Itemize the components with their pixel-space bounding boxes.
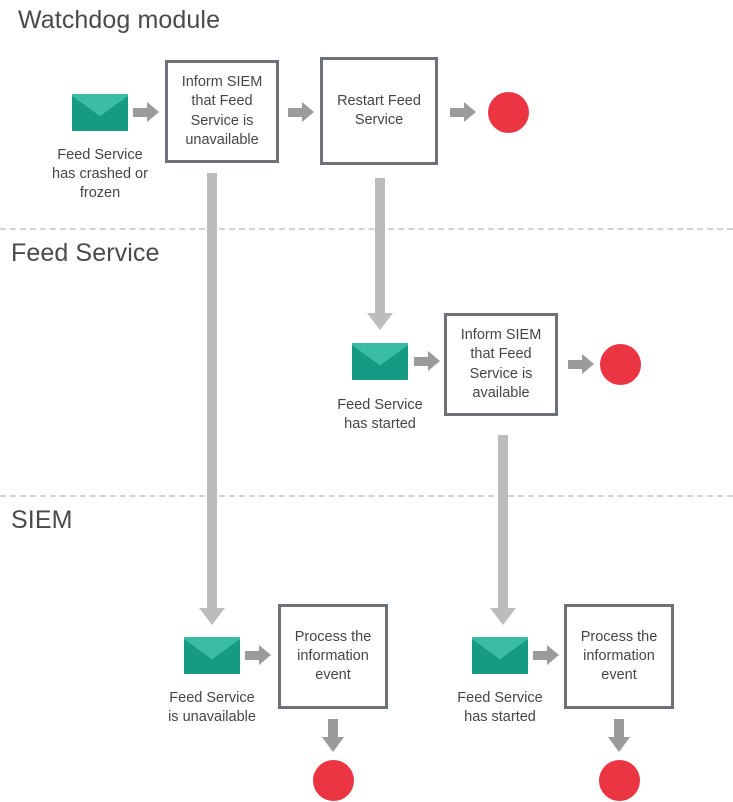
arrow-head [464, 102, 476, 122]
envelope-icon [352, 343, 408, 380]
arrow-head [302, 102, 314, 122]
envelope-icon [184, 637, 240, 674]
process-siem-left-process-event[interactable]: Process the information event [278, 604, 388, 709]
arrow-shaft [450, 108, 465, 117]
envelope-flap-triangle [72, 94, 128, 116]
arrow-head [428, 351, 440, 371]
arrow-head [322, 737, 344, 752]
envelope-icon [472, 637, 528, 674]
lane-title-feed-service: Feed Service [11, 239, 160, 267]
envelope-caption-feed-crashed: Feed Service has crashed or frozen [52, 147, 148, 202]
connector-inform-to-restart [288, 102, 314, 123]
arrow-shaft [614, 719, 624, 737]
process-siem-left-process-event-label: Process the information event [294, 628, 372, 684]
arrow-head [367, 313, 393, 330]
arrow-head [199, 608, 225, 625]
lane-separator-feedservice-siem [0, 495, 733, 497]
arrow-shaft [375, 178, 385, 313]
arrow-shaft [328, 719, 338, 737]
arrow-head [147, 102, 159, 122]
connector-inform-unavailable-to-siem [199, 173, 225, 625]
connector-restart-to-feed-started [367, 178, 393, 330]
connector-restart-to-end [450, 102, 476, 123]
arrow-shaft [414, 357, 429, 366]
lane-title-watchdog: Watchdog module [18, 6, 221, 34]
arrow-head [259, 645, 271, 665]
connector-inform-available-to-end [568, 354, 594, 375]
terminator-watchdog-end [488, 92, 529, 133]
process-restart-feed-service[interactable]: Restart Feed Service [320, 57, 438, 165]
terminator-siem-right-end [599, 760, 640, 801]
arrow-shaft [245, 651, 260, 660]
arrow-shaft [498, 435, 508, 608]
process-inform-siem-available-label: Inform SIEM that Feed Service is availab… [460, 327, 542, 401]
arrow-shaft [568, 360, 583, 369]
lane-separator-watchdog-feedservice [0, 228, 733, 230]
envelope-caption-feed-unavailable: Feed Service is unavailable [168, 690, 256, 726]
connector-msg-to-inform-unavailable [133, 102, 159, 123]
envelope-icon [72, 94, 128, 131]
process-restart-feed-service-label: Restart Feed Service [337, 92, 421, 128]
connector-siem-right-msg-to-process [533, 645, 559, 666]
terminator-feed-service-end [600, 344, 641, 385]
arrow-shaft [207, 173, 217, 608]
envelope-flap-triangle [184, 637, 240, 659]
envelope-caption-feed-started: Feed Service has started [337, 397, 423, 433]
connector-inform-available-to-siem [490, 435, 516, 625]
lane-title-siem: SIEM [11, 506, 73, 534]
terminator-siem-left-end [313, 760, 354, 801]
process-siem-right-process-event[interactable]: Process the information event [564, 604, 674, 709]
arrow-head [547, 645, 559, 665]
envelope-flap-triangle [472, 637, 528, 659]
arrow-head [582, 354, 594, 374]
connector-siem-left-msg-to-process [245, 645, 271, 666]
envelope-flap-triangle [352, 343, 408, 365]
connector-siem-right-process-to-end [606, 719, 632, 752]
process-inform-siem-unavailable[interactable]: Inform SIEM that Feed Service is unavail… [165, 60, 279, 163]
arrow-shaft [288, 108, 303, 117]
arrow-head [490, 608, 516, 625]
connector-msg-to-inform-available [414, 351, 440, 372]
process-siem-right-process-event-label: Process the information event [580, 628, 658, 684]
connector-siem-left-process-to-end [320, 719, 346, 752]
arrow-shaft [533, 651, 548, 660]
arrow-head [608, 737, 630, 752]
envelope-caption-feed-started-siem: Feed Service has started [457, 690, 543, 726]
arrow-shaft [133, 108, 148, 117]
process-inform-siem-unavailable-label: Inform SIEM that Feed Service is unavail… [181, 74, 263, 148]
process-inform-siem-available[interactable]: Inform SIEM that Feed Service is availab… [444, 313, 558, 416]
